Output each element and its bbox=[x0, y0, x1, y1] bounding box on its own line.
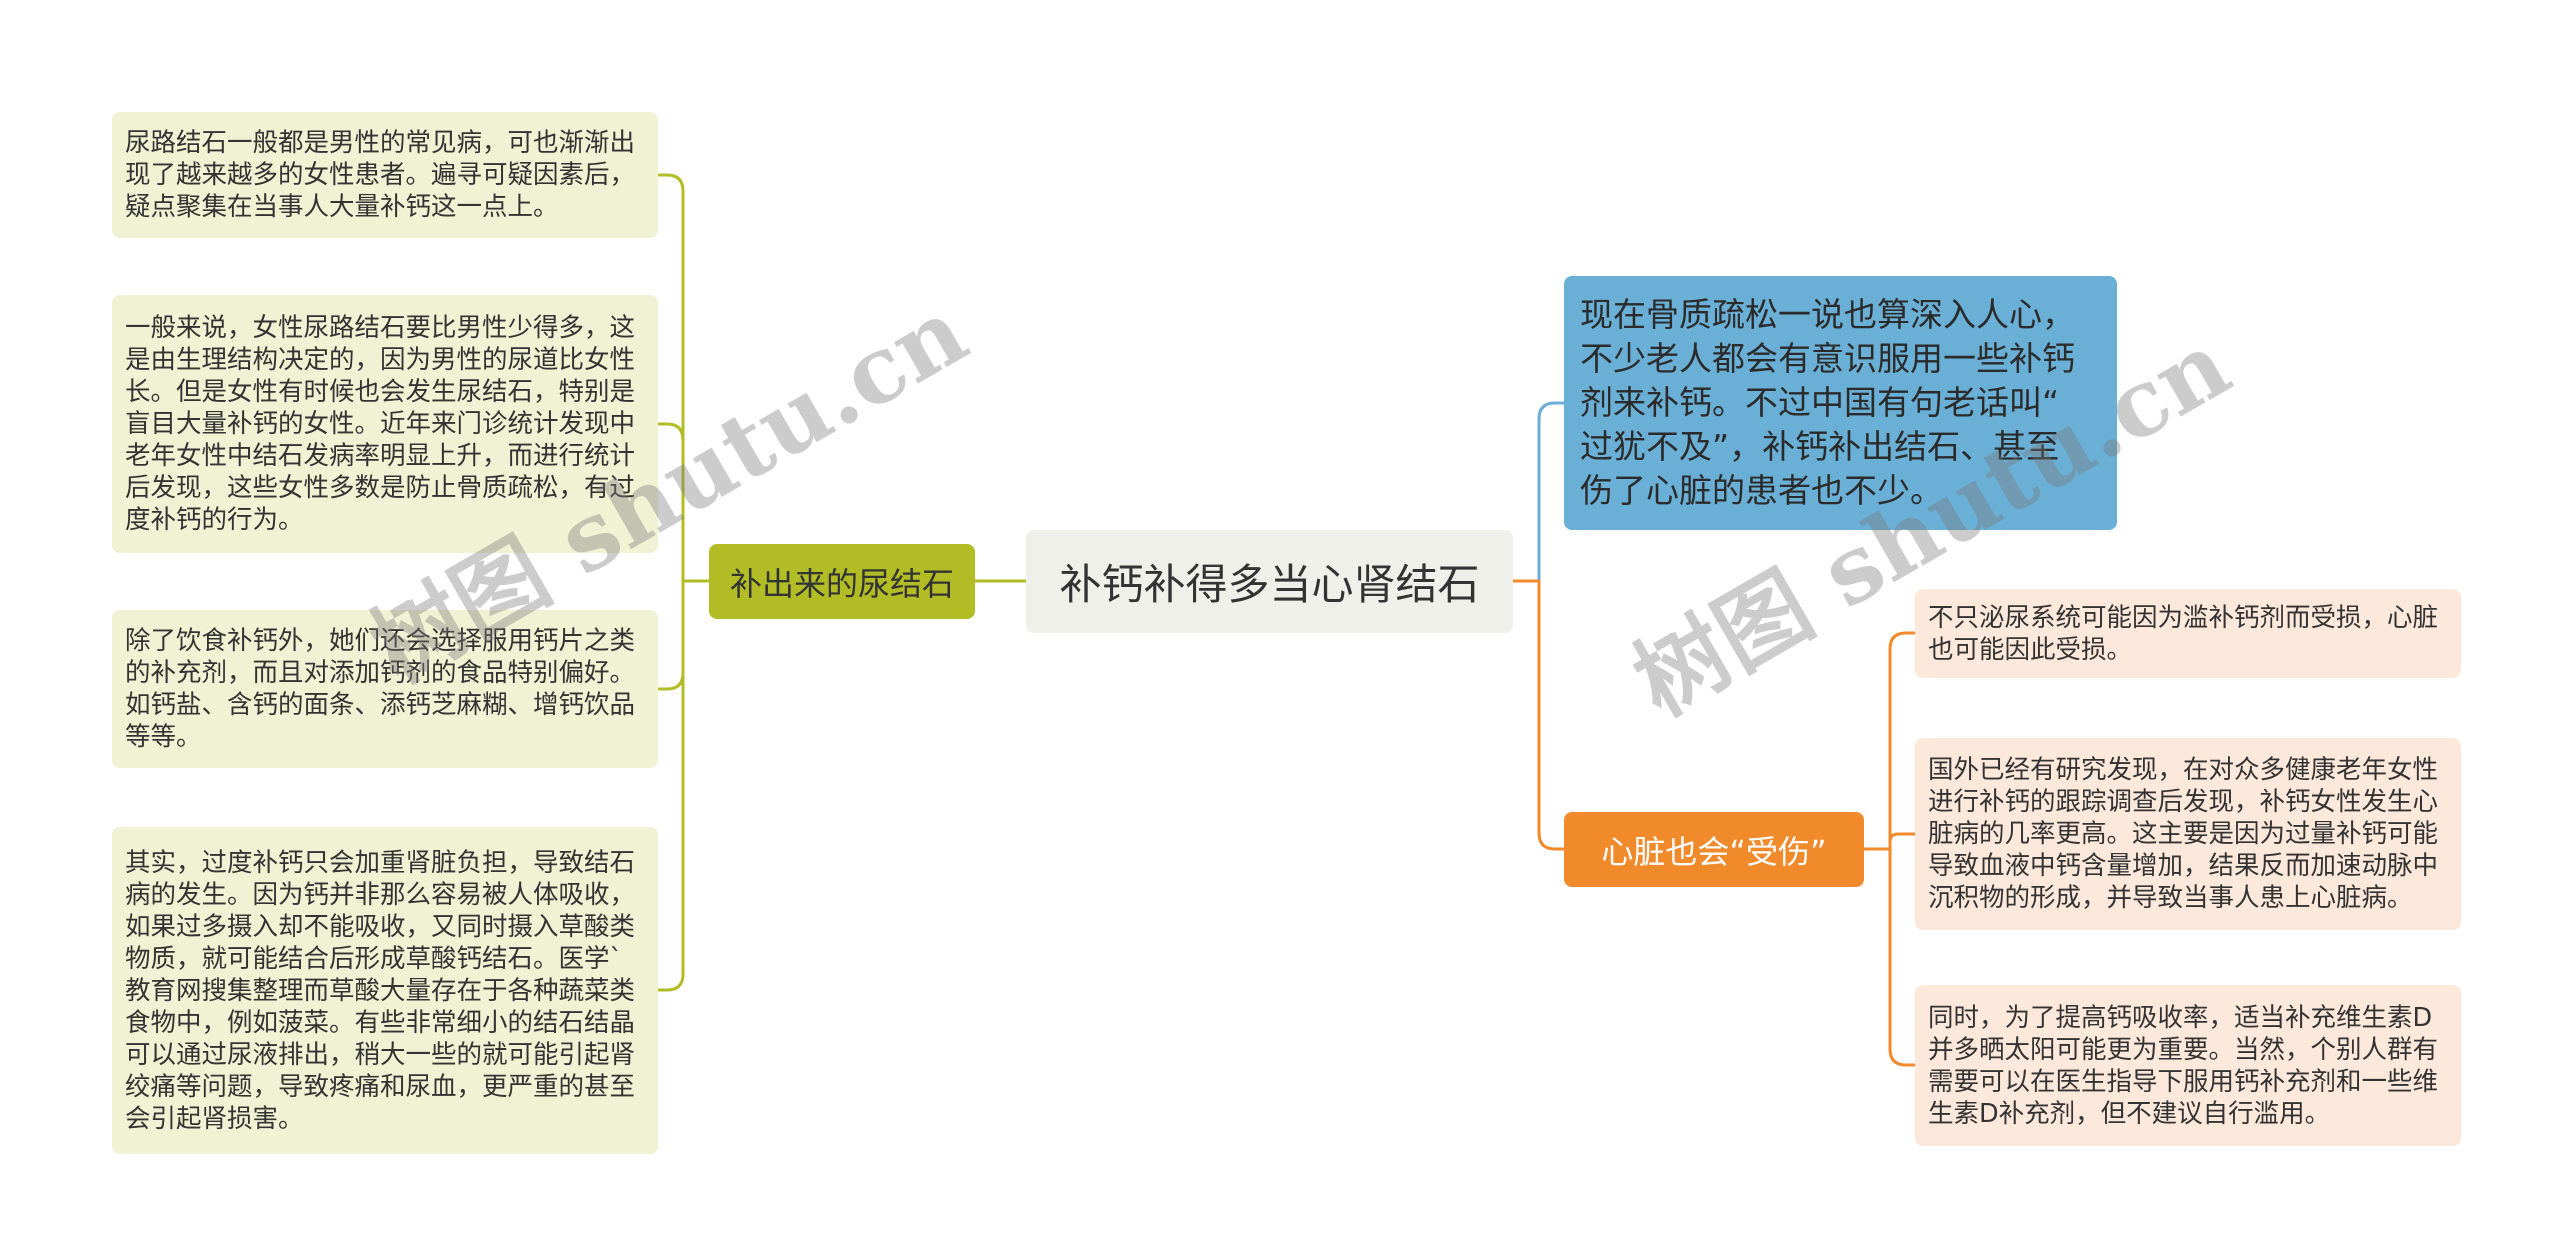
connector-left-leaf-3 bbox=[656, 579, 685, 691]
leaf-text-line: 除了饮食补钙外，她们还会选择服用钙片之类 bbox=[125, 626, 636, 656]
leaf-text-line: 老年女性中结石发病率明显上升，而进行统计 bbox=[125, 441, 636, 471]
leaf-text-line: 同时，为了提高钙吸收率，适当补充维生素D bbox=[1928, 1002, 2433, 1033]
leaf-text-line: 一般来说，女性尿路结石要比男性少得多，这 bbox=[125, 313, 636, 343]
blue-topic-line: 伤了心脏的患者也不少。 bbox=[1580, 471, 1943, 510]
leaf-text-line: 其实，过度补钙只会加重肾脏负担，导致结石 bbox=[125, 847, 636, 878]
leaf-text-line: 如果过多摄入却不能吸收，又同时摄入草酸类 bbox=[125, 911, 636, 942]
right-leaf-2: 国外已经有研究发现，在对众多健康老年女性 进行补钙的跟踪调查后发现，补钙女性发生… bbox=[1915, 738, 2461, 930]
leaf-text-line: 可以通过尿液排出，稍大一些的就可能引起肾 bbox=[125, 1039, 636, 1070]
connector-right-leaf-3 bbox=[1888, 847, 1917, 1067]
connector-to-blue-topic bbox=[1537, 401, 1566, 583]
blue-topic-line: 过犹不及”，补钙补出结石、甚至 bbox=[1580, 427, 2060, 466]
central-topic-label: 补钙补得多当心肾结石 bbox=[1059, 560, 1480, 609]
leaf-text-line: 也可能因此受损。 bbox=[1928, 634, 2133, 665]
connector-to-orange-topic bbox=[1537, 579, 1566, 851]
connector-left-leaf-1 bbox=[656, 173, 685, 583]
leaf-text-line: 长。但是女性有时候也会发生尿结石，特别是 bbox=[125, 377, 636, 407]
orange-topic-label: 心脏也会“受伤” bbox=[1601, 832, 1827, 871]
left-branch-topic-label: 补出来的尿结石 bbox=[729, 564, 954, 603]
leaf-text-line: 疑点聚集在当事人大量补钙这一点上。 bbox=[125, 192, 559, 222]
leaf-text-line: 如钙盐、含钙的面条、添钙芝麻糊、增钙饮品 bbox=[125, 690, 636, 720]
left-leaf-2: 一般来说，女性尿路结石要比男性少得多，这 是由生理结构决定的，因为男性的尿道比女… bbox=[112, 295, 658, 553]
leaf-text-line: 国外已经有研究发现，在对众多健康老年女性 bbox=[1928, 755, 2439, 785]
leaf-text-line: 沉积物的形成，并导致当事人患上心脏病。 bbox=[1928, 883, 2413, 913]
blue-topic: 现在骨质疏松一说也算深入人心， 不少老人都会有意识服用一些补钙 剂来补钙。不过中… bbox=[1564, 276, 2117, 530]
left-leaf-4: 其实，过度补钙只会加重肾脏负担，导致结石 病的发生。因为钙并非那么容易被人体吸收… bbox=[112, 827, 658, 1154]
blue-topic-line: 现在骨质疏松一说也算深入人心， bbox=[1580, 295, 2075, 334]
leaf-text-line: 需要可以在医生指导下服用钙补充剂和一些维 bbox=[1928, 1066, 2439, 1097]
left-branch-topic: 补出来的尿结石 bbox=[709, 544, 975, 619]
leaf-text-line: 等等。 bbox=[125, 722, 202, 752]
leaf-text-line: 不只泌尿系统可能因为滥补钙剂而受损，心脏 bbox=[1928, 602, 2439, 633]
leaf-text-line: 现了越来越多的女性患者。遍寻可疑因素后， bbox=[125, 160, 636, 190]
left-leaf-3: 除了饮食补钙外，她们还会选择服用钙片之类 的补充剂，而且对添加钙剂的食品特别偏好… bbox=[112, 610, 658, 768]
leaf-text-line: 会引起肾损害。 bbox=[125, 1103, 304, 1134]
connector-left-leaf-2 bbox=[656, 422, 685, 583]
connector-right-leaf-2 bbox=[1888, 832, 1917, 851]
leaf-text-line: 导致血液中钙含量增加，结果反而加速动脉中 bbox=[1928, 851, 2439, 881]
leaf-text-line: 是由生理结构决定的，因为男性的尿道比女性 bbox=[125, 345, 636, 375]
orange-topic: 心脏也会“受伤” bbox=[1564, 812, 1864, 887]
leaf-text-line: 进行补钙的跟踪调查后发现，补钙女性发生心 bbox=[1928, 787, 2439, 817]
leaf-text-line: 绞痛等问题，导致疼痛和尿血，更严重的甚至 bbox=[125, 1071, 636, 1102]
leaf-text-line: 后发现，这些女性多数是防止骨质疏松，有过 bbox=[125, 473, 636, 503]
leaf-text-line: 教育网搜集整理而草酸大量存在于各种蔬菜类 bbox=[125, 975, 636, 1006]
leaf-text-line: 度补钙的行为。 bbox=[125, 505, 304, 535]
leaf-text-line: 盲目大量补钙的女性。近年来门诊统计发现中 bbox=[125, 409, 636, 439]
leaf-text-line: 物质，就可能结合后形成草酸钙结石。医学` bbox=[125, 943, 623, 974]
leaf-text-line: 尿路结石一般都是男性的常见病，可也渐渐出 bbox=[125, 128, 636, 158]
central-topic: 补钙补得多当心肾结石 bbox=[1026, 530, 1513, 633]
leaf-text-line: 脏病的几率更高。这主要是因为过量补钙可能 bbox=[1928, 819, 2439, 849]
leaf-text-line: 病的发生。因为钙并非那么容易被人体吸收， bbox=[125, 879, 636, 910]
leaf-text-line: 的补充剂，而且对添加钙剂的食品特别偏好。 bbox=[125, 658, 636, 688]
blue-topic-line: 不少老人都会有意识服用一些补钙 bbox=[1580, 339, 2075, 378]
leaf-text-line: 并多晒太阳可能更为重要。当然，个别人群有 bbox=[1928, 1034, 2439, 1065]
connector-left-leaf-4 bbox=[656, 579, 685, 992]
blue-topic-line: 剂来补钙。不过中国有句老话叫“ bbox=[1580, 383, 2060, 422]
right-leaf-3: 同时，为了提高钙吸收率，适当补充维生素D 并多晒太阳可能更为重要。当然，个别人群… bbox=[1915, 985, 2461, 1146]
connector-right-leaf-1 bbox=[1888, 631, 1917, 851]
right-leaf-1: 不只泌尿系统可能因为滥补钙剂而受损，心脏 也可能因此受损。 bbox=[1915, 589, 2461, 678]
leaf-text-line: 生素D补充剂，但不建议自行滥用。 bbox=[1928, 1098, 2331, 1129]
left-leaf-1: 尿路结石一般都是男性的常见病，可也渐渐出 现了越来越多的女性患者。遍寻可疑因素后… bbox=[112, 112, 658, 238]
leaf-text-line: 食物中，例如菠菜。有些非常细小的结石结晶 bbox=[125, 1007, 636, 1038]
